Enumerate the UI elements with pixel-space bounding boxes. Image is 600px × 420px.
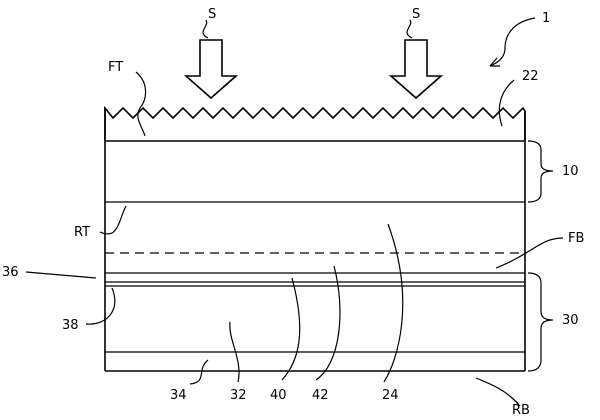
leader-s-right (406, 19, 413, 39)
brace-30 (527, 272, 554, 372)
label-40: 40 (270, 388, 287, 403)
label-fb: FB (568, 231, 584, 246)
label-fig-1: 1 (542, 11, 550, 26)
label-s-right: S (412, 7, 420, 22)
label-38: 38 (62, 318, 79, 333)
arrowhead-fig-1 (489, 57, 500, 67)
label-30: 30 (562, 313, 579, 328)
leader-22 (498, 79, 515, 127)
label-36: 36 (2, 265, 19, 280)
label-rt: RT (74, 225, 90, 240)
leader-40 (281, 277, 301, 381)
label-42: 42 (312, 388, 329, 403)
brace-10 (527, 140, 554, 203)
leader-s-left (202, 19, 209, 39)
leader-34 (189, 359, 209, 385)
label-rb: RB (512, 403, 530, 418)
leader-32 (229, 321, 240, 383)
leader-fb (495, 237, 564, 269)
light-arrow-left (183, 39, 239, 100)
label-24: 24 (382, 388, 399, 403)
label-s-left: S (208, 7, 216, 22)
label-32: 32 (230, 388, 247, 403)
label-ft: FT (108, 60, 123, 75)
leader-36 (25, 271, 97, 279)
light-arrow-right (388, 39, 444, 100)
leader-rt (99, 205, 127, 235)
label-22: 22 (522, 69, 539, 84)
label-10: 10 (562, 164, 579, 179)
leader-42 (315, 265, 341, 381)
textured-top-surface (104, 105, 526, 141)
leader-fig-1 (489, 17, 536, 67)
leader-ft (135, 71, 147, 137)
leader-rb (475, 377, 521, 407)
leader-38 (85, 287, 116, 325)
label-34: 34 (170, 388, 187, 403)
leader-24 (383, 223, 404, 383)
